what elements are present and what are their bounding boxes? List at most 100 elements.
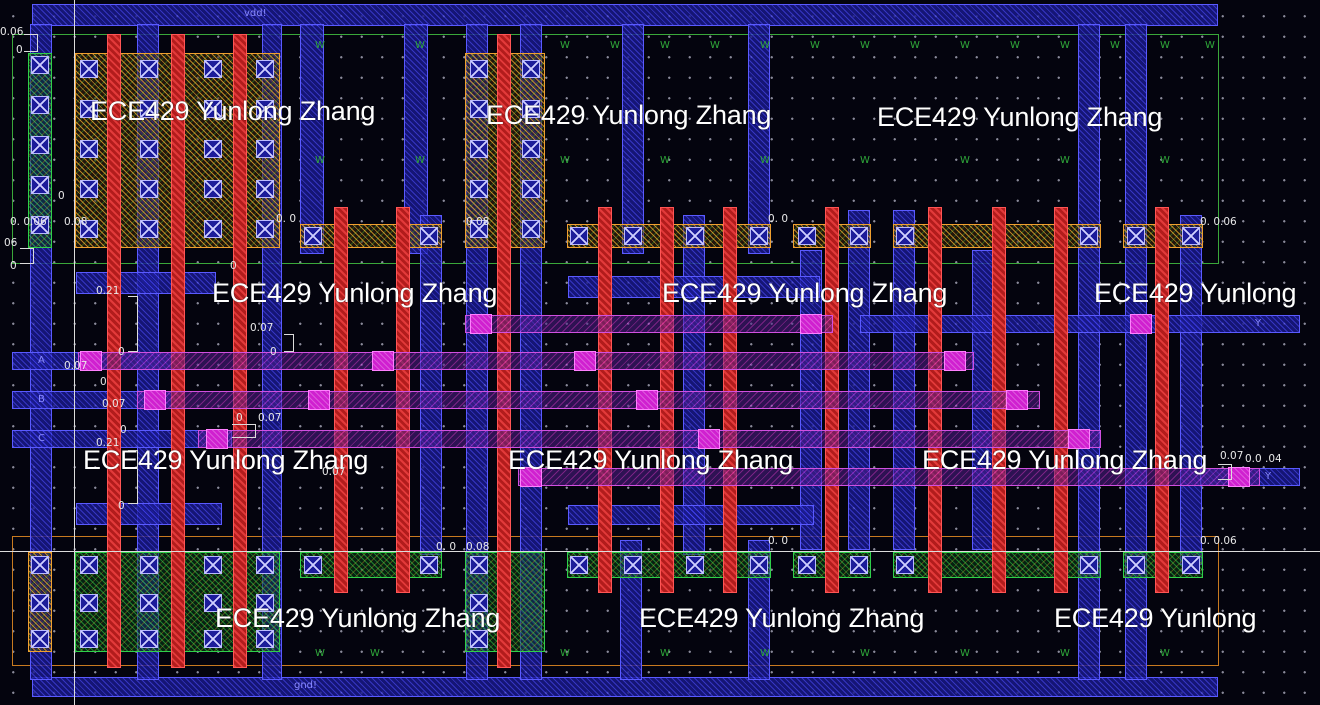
gnd-rail[interactable] — [32, 677, 1218, 697]
output-wire[interactable] — [1150, 315, 1300, 333]
contact[interactable] — [850, 227, 868, 245]
metal2-route[interactable] — [137, 391, 1040, 409]
via[interactable] — [574, 351, 596, 371]
contact[interactable] — [80, 556, 98, 574]
via[interactable] — [144, 390, 166, 410]
contact[interactable] — [522, 60, 540, 78]
metal2-route[interactable] — [78, 352, 974, 370]
contact[interactable] — [1182, 227, 1200, 245]
contact[interactable] — [470, 140, 488, 158]
metal1-strap[interactable] — [1078, 24, 1100, 680]
metal1-strap[interactable] — [300, 24, 324, 254]
contact[interactable] — [204, 556, 222, 574]
contact[interactable] — [256, 220, 274, 238]
via[interactable] — [800, 314, 822, 334]
via[interactable] — [1228, 467, 1250, 487]
contact[interactable] — [204, 630, 222, 648]
contact[interactable] — [256, 100, 274, 118]
contact[interactable] — [750, 227, 768, 245]
contact[interactable] — [470, 60, 488, 78]
contact[interactable] — [80, 100, 98, 118]
contact[interactable] — [750, 556, 768, 574]
poly-gate[interactable] — [1155, 207, 1169, 593]
via[interactable] — [1130, 314, 1152, 334]
contact[interactable] — [470, 630, 488, 648]
contact[interactable] — [140, 556, 158, 574]
contact[interactable] — [80, 140, 98, 158]
contact[interactable] — [896, 556, 914, 574]
contact[interactable] — [256, 60, 274, 78]
contact[interactable] — [256, 180, 274, 198]
contact[interactable] — [304, 227, 322, 245]
contact[interactable] — [896, 227, 914, 245]
contact[interactable] — [204, 220, 222, 238]
contact[interactable] — [470, 556, 488, 574]
contact[interactable] — [470, 180, 488, 198]
via[interactable] — [1068, 429, 1090, 449]
via[interactable] — [520, 467, 542, 487]
via[interactable] — [80, 351, 102, 371]
via[interactable] — [636, 390, 658, 410]
metal1-strap[interactable] — [622, 24, 644, 254]
poly-gate[interactable] — [497, 34, 511, 668]
contact[interactable] — [31, 136, 49, 154]
contact[interactable] — [80, 594, 98, 612]
metal1-strap[interactable] — [1125, 24, 1147, 680]
contact[interactable] — [80, 630, 98, 648]
poly-gate[interactable] — [107, 34, 121, 668]
contact[interactable] — [420, 227, 438, 245]
contact[interactable] — [204, 594, 222, 612]
via[interactable] — [698, 429, 720, 449]
contact[interactable] — [522, 100, 540, 118]
contact[interactable] — [470, 594, 488, 612]
contact[interactable] — [256, 630, 274, 648]
nmos-diffusion[interactable] — [300, 552, 442, 578]
metal1-connector[interactable] — [76, 503, 222, 525]
contact[interactable] — [256, 556, 274, 574]
contact[interactable] — [204, 140, 222, 158]
poly-gate[interactable] — [233, 34, 247, 668]
metal1-strap[interactable] — [748, 24, 770, 254]
contact[interactable] — [686, 227, 704, 245]
via[interactable] — [1006, 390, 1028, 410]
contact[interactable] — [570, 556, 588, 574]
metal1-strap[interactable] — [893, 210, 915, 550]
contact[interactable] — [140, 630, 158, 648]
via[interactable] — [944, 351, 966, 371]
contact[interactable] — [470, 100, 488, 118]
contact[interactable] — [304, 556, 322, 574]
contact[interactable] — [1127, 556, 1145, 574]
contact[interactable] — [80, 60, 98, 78]
contact[interactable] — [80, 220, 98, 238]
contact[interactable] — [624, 556, 642, 574]
contact[interactable] — [470, 220, 488, 238]
metal2-route[interactable] — [198, 430, 1101, 448]
metal1-strap[interactable] — [420, 215, 442, 555]
contact[interactable] — [31, 556, 49, 574]
contact[interactable] — [1080, 556, 1098, 574]
contact[interactable] — [31, 216, 49, 234]
contact[interactable] — [1182, 556, 1200, 574]
contact[interactable] — [1080, 227, 1098, 245]
contact[interactable] — [31, 630, 49, 648]
contact[interactable] — [140, 140, 158, 158]
contact[interactable] — [798, 556, 816, 574]
via[interactable] — [308, 390, 330, 410]
contact[interactable] — [522, 180, 540, 198]
contact[interactable] — [204, 180, 222, 198]
contact[interactable] — [204, 100, 222, 118]
metal1-connector[interactable] — [568, 276, 820, 298]
contact[interactable] — [31, 594, 49, 612]
via[interactable] — [206, 429, 228, 449]
contact[interactable] — [140, 220, 158, 238]
contact[interactable] — [31, 56, 49, 74]
contact[interactable] — [1127, 227, 1145, 245]
contact[interactable] — [31, 176, 49, 194]
contact[interactable] — [798, 227, 816, 245]
contact[interactable] — [256, 140, 274, 158]
contact[interactable] — [570, 227, 588, 245]
contact[interactable] — [140, 100, 158, 118]
contact[interactable] — [140, 594, 158, 612]
metal1-strap[interactable] — [848, 210, 870, 550]
